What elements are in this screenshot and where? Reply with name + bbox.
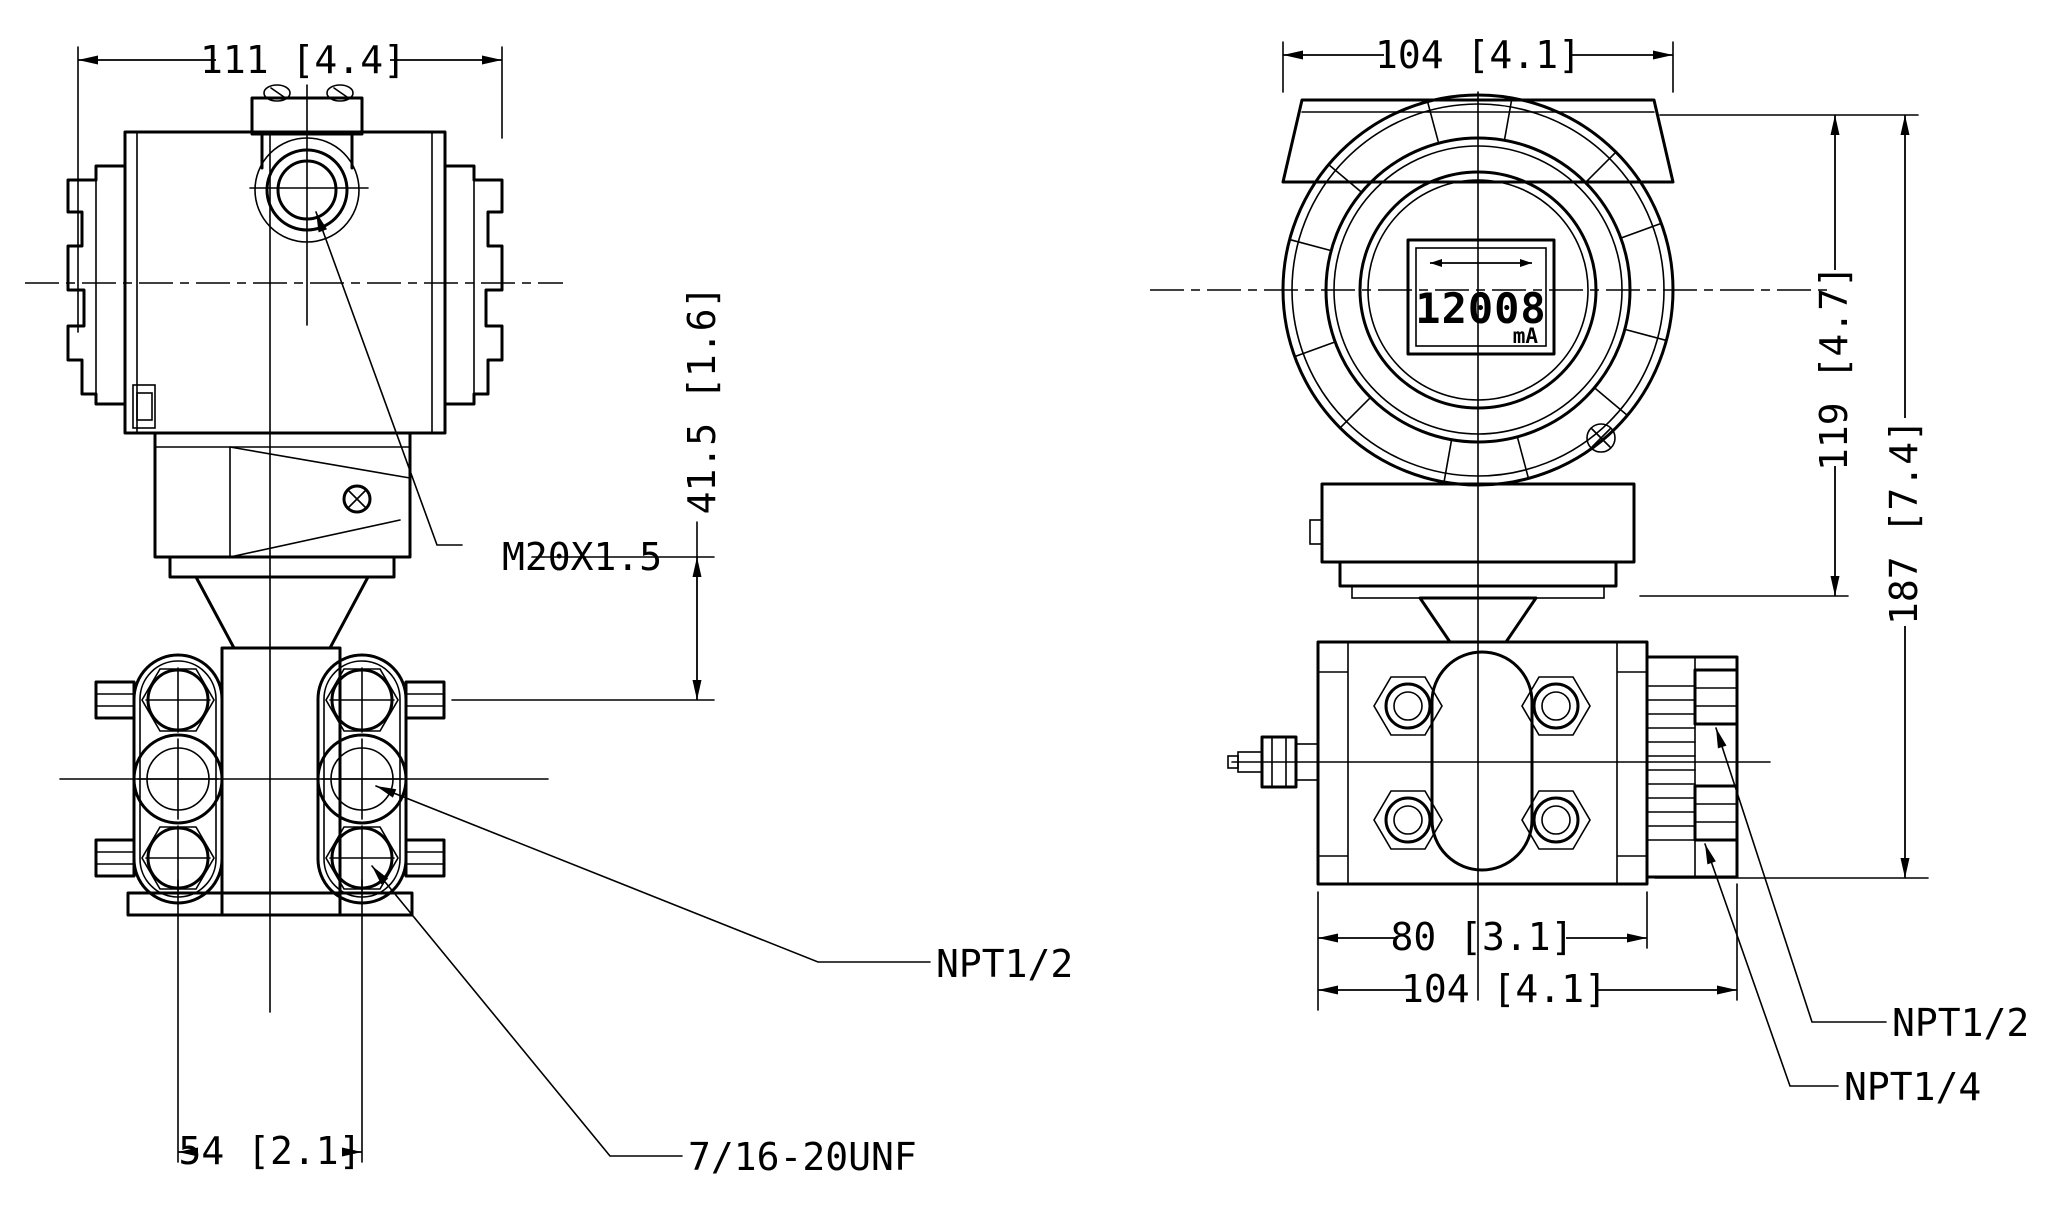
dim-side-width-label: 111 [4.4] xyxy=(200,38,406,82)
side-view: 111 [4.4] 41.5 [1.6] M20X1.5 NPT1/2 7/16… xyxy=(25,38,1073,1179)
lcd-unit: mA xyxy=(1513,324,1539,348)
flange-bolt-heads xyxy=(94,680,446,878)
dim-front-width-top-label: 104 [4.1] xyxy=(1375,33,1581,77)
front-view-process-flange xyxy=(1227,640,1739,886)
dim-front-housing-height-label: 119 [4.7] xyxy=(1812,265,1856,471)
front-view: 12008 mA xyxy=(1150,33,2029,1109)
dim-side-port-height-label: 41.5 [1.6] xyxy=(680,286,724,515)
vent-valve xyxy=(1227,735,1319,789)
lcd-value: 12008 xyxy=(1415,284,1546,333)
dim-front-width-bottom: 104 [4.1] xyxy=(1318,883,1738,1011)
front-port-quarter-label: NPT1/4 xyxy=(1844,1065,1981,1109)
side-view-conduit-boss xyxy=(250,84,364,243)
front-view-lower-housing xyxy=(1309,482,1636,644)
manifold-adapter xyxy=(1645,655,1739,879)
front-port-half-label: NPT1/2 xyxy=(1892,1001,2029,1045)
bezel-bayonet-ribs xyxy=(1289,98,1667,482)
front-view-centerlines xyxy=(1150,91,1830,1001)
dim-side-bolt-spacing: 54 [2.1] xyxy=(177,879,363,1173)
bezel-lock-screw xyxy=(1586,423,1616,453)
front-flange-bolts xyxy=(1373,676,1591,850)
leader-conduit-thread: M20X1.5 xyxy=(315,211,662,579)
dim-front-flange-width-label: 80 [3.1] xyxy=(1390,915,1573,959)
conduit-thread-label: M20X1.5 xyxy=(502,535,662,579)
leader-front-port-quarter: NPT1/4 xyxy=(1704,843,1981,1109)
dim-front-housing-height: 119 [4.7] xyxy=(1639,114,1919,597)
leader-front-port-half: NPT1/2 xyxy=(1715,727,2029,1045)
side-view-sensor-neck xyxy=(153,431,412,650)
side-view-process-flange xyxy=(94,646,446,917)
leader-side-process-port: NPT1/2 xyxy=(375,785,1073,986)
dim-side-port-height: 41.5 [1.6] xyxy=(451,286,724,701)
front-view-display-head: 12008 mA xyxy=(1281,93,1675,487)
dim-front-width-top: 104 [4.1] xyxy=(1282,33,1674,93)
dim-side-bolt-spacing-label: 54 [2.1] xyxy=(178,1129,361,1173)
dim-front-flange-width: 80 [3.1] xyxy=(1317,891,1648,1011)
dim-front-width-bottom-label: 104 [4.1] xyxy=(1401,967,1607,1011)
side-view-centerlines xyxy=(25,84,563,1013)
dim-front-total-height-label: 187 [7.4] xyxy=(1882,419,1926,625)
dim-side-width: 111 [4.4] xyxy=(77,38,503,333)
dim-front-total-height: 187 [7.4] xyxy=(1654,115,1929,879)
leader-drain-bolt-thread: 7/16-20UNF xyxy=(371,865,917,1179)
side-process-port-label: NPT1/2 xyxy=(936,942,1073,986)
drain-bolt-thread-label: 7/16-20UNF xyxy=(688,1135,917,1179)
lcd-display: 12008 mA xyxy=(1406,238,1556,356)
